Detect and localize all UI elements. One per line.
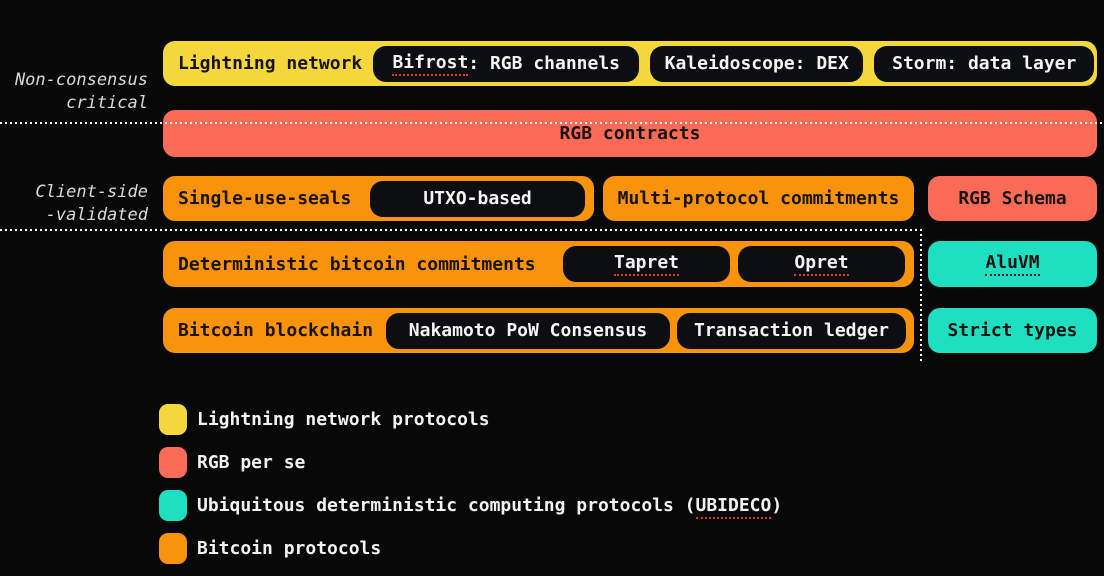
layer-rgb-contracts: RGB contracts bbox=[163, 110, 1097, 157]
box-label-strict-types: Strict types bbox=[947, 320, 1078, 341]
legend-label-ubideco: Ubiquitous deterministic computing proto… bbox=[197, 495, 783, 519]
layer-label-multi-protocol-commitments: Multi-protocol commitments bbox=[617, 188, 900, 209]
zone-label-line: Non-consensus bbox=[14, 70, 148, 90]
legend-item-rgb: RGB per se bbox=[159, 447, 305, 478]
legend-label-ubideco-word: UBIDECO bbox=[695, 495, 772, 519]
layer-label-lightning-network: Lightning network bbox=[178, 53, 363, 74]
pill-bifrost-word: Bifrost bbox=[392, 52, 469, 76]
layer-lightning-network: Lightning network Bifrost: RGB channels … bbox=[163, 41, 1097, 86]
layer-label-rgb-contracts: RGB contracts bbox=[559, 123, 701, 144]
layer-multi-protocol-commitments: Multi-protocol commitments bbox=[603, 176, 914, 221]
layer-deterministic-bitcoin-commitments: Deterministic bitcoin commitments Tapret… bbox=[163, 241, 914, 287]
legend-label-lightning: Lightning network protocols bbox=[197, 409, 490, 430]
pill-utxo-based: UTXO-based bbox=[370, 180, 585, 217]
box-aluvm: AluVM bbox=[928, 241, 1097, 287]
zone-label-line: Client-side bbox=[35, 182, 148, 202]
legend-label-rgb: RGB per se bbox=[197, 452, 306, 473]
box-label-rgb-schema: RGB Schema bbox=[958, 188, 1067, 209]
legend-label-ubideco-pre: Ubiquitous deterministic computing proto… bbox=[197, 495, 696, 516]
box-label-aluvm: AluVM bbox=[985, 252, 1040, 276]
legend-item-lightning: Lightning network protocols bbox=[159, 404, 490, 435]
legend-item-bitcoin: Bitcoin protocols bbox=[159, 533, 381, 564]
pill-nakamoto-pow-consensus: Nakamoto PoW Consensus bbox=[386, 312, 670, 349]
zone-label-line: -validated bbox=[45, 205, 148, 225]
pill-opret: Opret bbox=[738, 246, 905, 282]
pill-opret-word: Opret bbox=[794, 252, 849, 276]
layer-single-use-seals: Single-use-seals UTXO-based bbox=[163, 176, 594, 221]
layer-label-deterministic-bitcoin-commitments: Deterministic bitcoin commitments bbox=[178, 253, 536, 275]
legend-swatch-bitcoin bbox=[159, 533, 187, 564]
box-rgb-schema: RGB Schema bbox=[928, 176, 1097, 221]
pill-storm: Storm: data layer bbox=[874, 45, 1095, 82]
layer-bitcoin-blockchain: Bitcoin blockchain Nakamoto PoW Consensu… bbox=[163, 308, 914, 353]
layer-label-single-use-seals: Single-use-seals bbox=[178, 188, 352, 209]
pill-kaleidoscope: Kaleidoscope: DEX bbox=[650, 45, 864, 82]
legend-label-bitcoin: Bitcoin protocols bbox=[197, 538, 382, 559]
box-strict-types: Strict types bbox=[928, 308, 1097, 353]
legend-item-ubideco: Ubiquitous deterministic computing proto… bbox=[159, 490, 782, 521]
pill-bifrost-rest: : RGB channels bbox=[468, 53, 621, 74]
zone-label-line: critical bbox=[66, 93, 148, 113]
client-side-boundary-line bbox=[0, 229, 921, 231]
pill-transaction-ledger: Transaction ledger bbox=[677, 312, 906, 349]
pill-tapret-word: Tapret bbox=[613, 252, 680, 276]
zone-label-client-side-validated: Client-side -validated bbox=[35, 181, 148, 227]
pill-tapret: Tapret bbox=[563, 246, 730, 282]
layer-label-bitcoin-blockchain: Bitcoin blockchain bbox=[178, 320, 374, 341]
bitcoin-zone-boundary-line bbox=[920, 229, 922, 362]
legend-swatch-lightning bbox=[159, 404, 187, 435]
pill-bifrost: Bifrost: RGB channels bbox=[373, 45, 640, 82]
legend-label-ubideco-post: ) bbox=[771, 495, 783, 516]
zone-label-non-consensus: Non-consensus critical bbox=[15, 69, 148, 115]
legend-swatch-ubideco bbox=[159, 490, 187, 521]
legend-swatch-rgb bbox=[159, 447, 187, 478]
consensus-boundary-line bbox=[0, 122, 1104, 124]
